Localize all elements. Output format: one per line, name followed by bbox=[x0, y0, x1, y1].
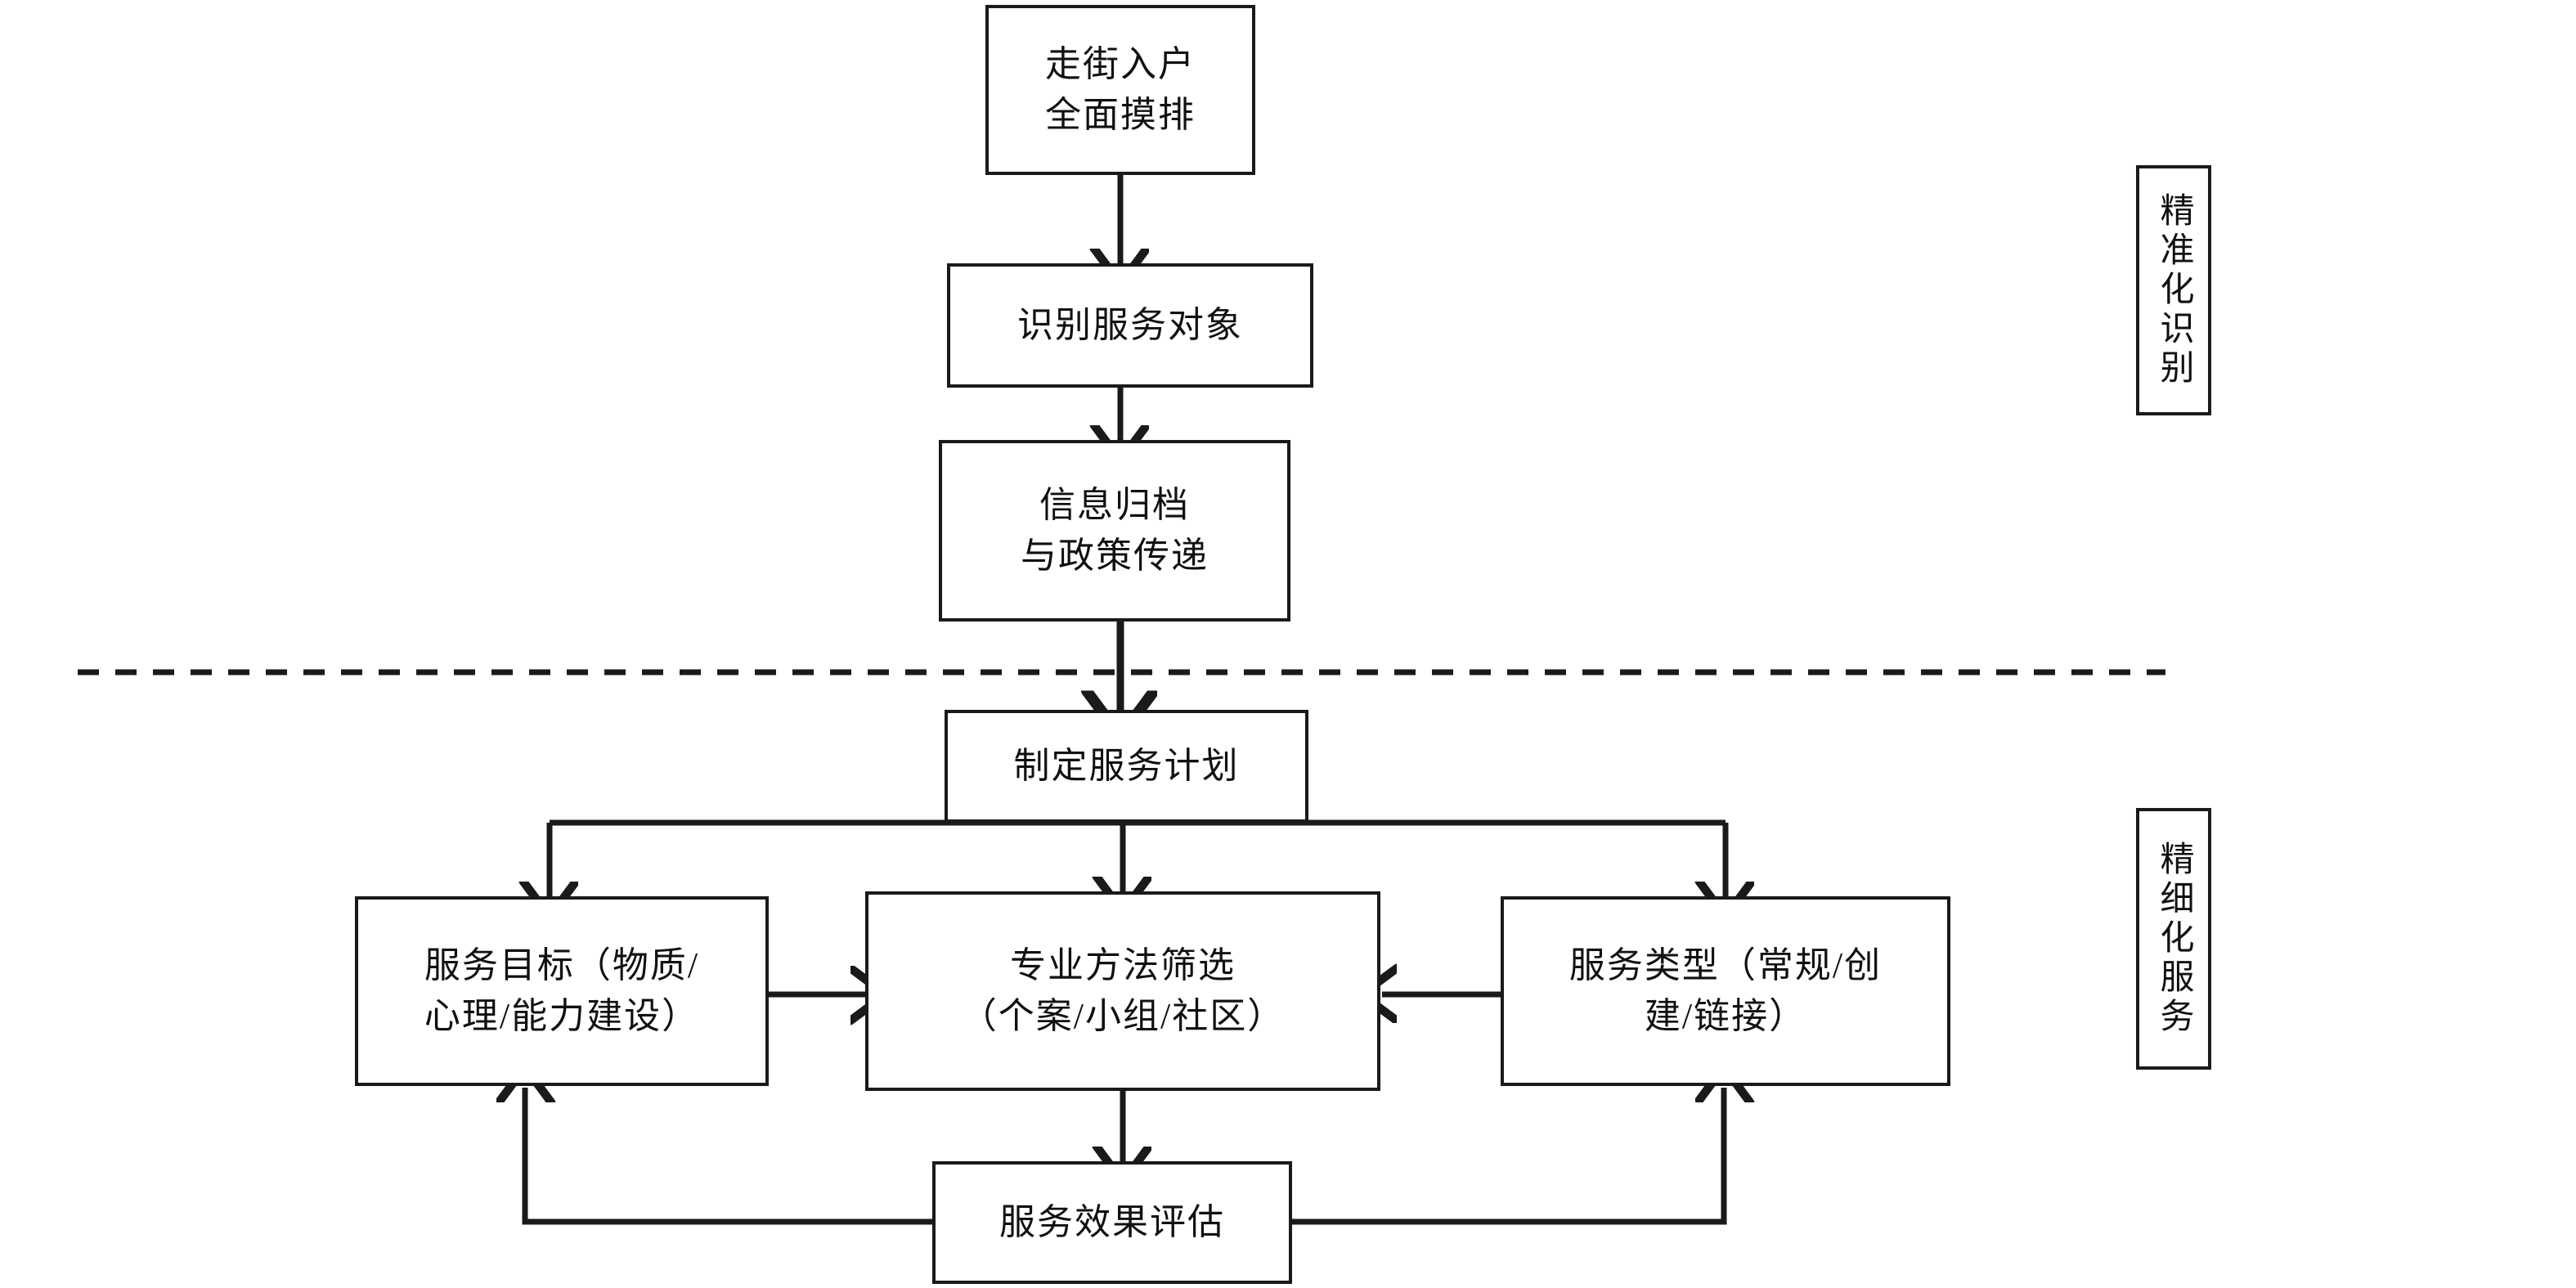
node-outreach-survey-label: 走街入户 全面摸排 bbox=[1045, 43, 1196, 135]
node-method-selection[interactable]: 专业方法筛选 （个案/小组/社区） bbox=[865, 891, 1380, 1091]
node-service-plan[interactable]: 制定服务计划 bbox=[945, 710, 1308, 823]
node-effect-evaluation[interactable]: 服务效果评估 bbox=[932, 1161, 1292, 1284]
node-archive-policy-label: 信息归档 与政策传递 bbox=[1021, 484, 1209, 576]
node-service-goals[interactable]: 服务目标（物质/ 心理/能力建设） bbox=[355, 896, 769, 1086]
node-identify-clients-label: 识别服务对象 bbox=[1017, 304, 1243, 345]
phase-label-refined-service-text: 精细化服务 bbox=[2155, 841, 2193, 1037]
node-service-types-label: 服务类型（常规/创 建/链接） bbox=[1568, 945, 1883, 1036]
edge-evaluation-to-goals bbox=[525, 1088, 932, 1225]
node-identify-clients[interactable]: 识别服务对象 bbox=[947, 263, 1313, 388]
phase-label-precise-identification-text: 精准化识别 bbox=[2155, 192, 2193, 388]
edge-evaluation-to-types bbox=[1292, 1088, 1724, 1225]
node-outreach-survey[interactable]: 走街入户 全面摸排 bbox=[985, 5, 1255, 175]
node-method-selection-label: 专业方法筛选 （个案/小组/社区） bbox=[960, 945, 1286, 1036]
node-service-types[interactable]: 服务类型（常规/创 建/链接） bbox=[1501, 896, 1950, 1086]
node-archive-policy[interactable]: 信息归档 与政策传递 bbox=[939, 440, 1290, 622]
phase-label-precise-identification[interactable]: 精准化识别 bbox=[2136, 165, 2211, 415]
node-service-plan-label: 制定服务计划 bbox=[1013, 745, 1240, 786]
node-service-goals-label: 服务目标（物质/ 心理/能力建设） bbox=[424, 945, 700, 1036]
phase-label-refined-service[interactable]: 精细化服务 bbox=[2136, 808, 2211, 1070]
node-effect-evaluation-label: 服务效果评估 bbox=[999, 1201, 1225, 1242]
